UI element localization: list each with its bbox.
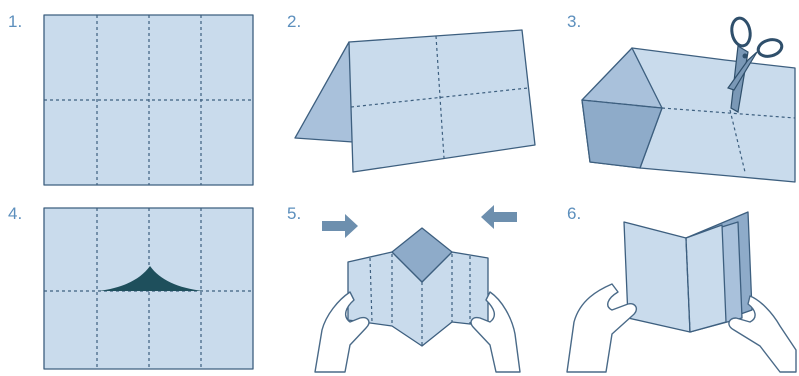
step-4-cut-sheet: [44, 208, 253, 369]
step-6-booklet: [567, 212, 796, 372]
step-3-cut-step: [582, 17, 795, 182]
right-arrow-icon: [322, 214, 358, 238]
left-arrow-icon: [481, 205, 517, 229]
step-2-back-flap: [295, 42, 353, 142]
step-2-front-panel: [349, 30, 535, 172]
left-hand-icon-2: [567, 284, 636, 372]
step-5-push-step: [315, 205, 520, 372]
step-2-folded-sheet: [295, 30, 535, 172]
step-1-flat-sheet: [44, 15, 253, 185]
step-6-right-page: [686, 225, 726, 332]
step-6-left-page: [624, 222, 690, 332]
